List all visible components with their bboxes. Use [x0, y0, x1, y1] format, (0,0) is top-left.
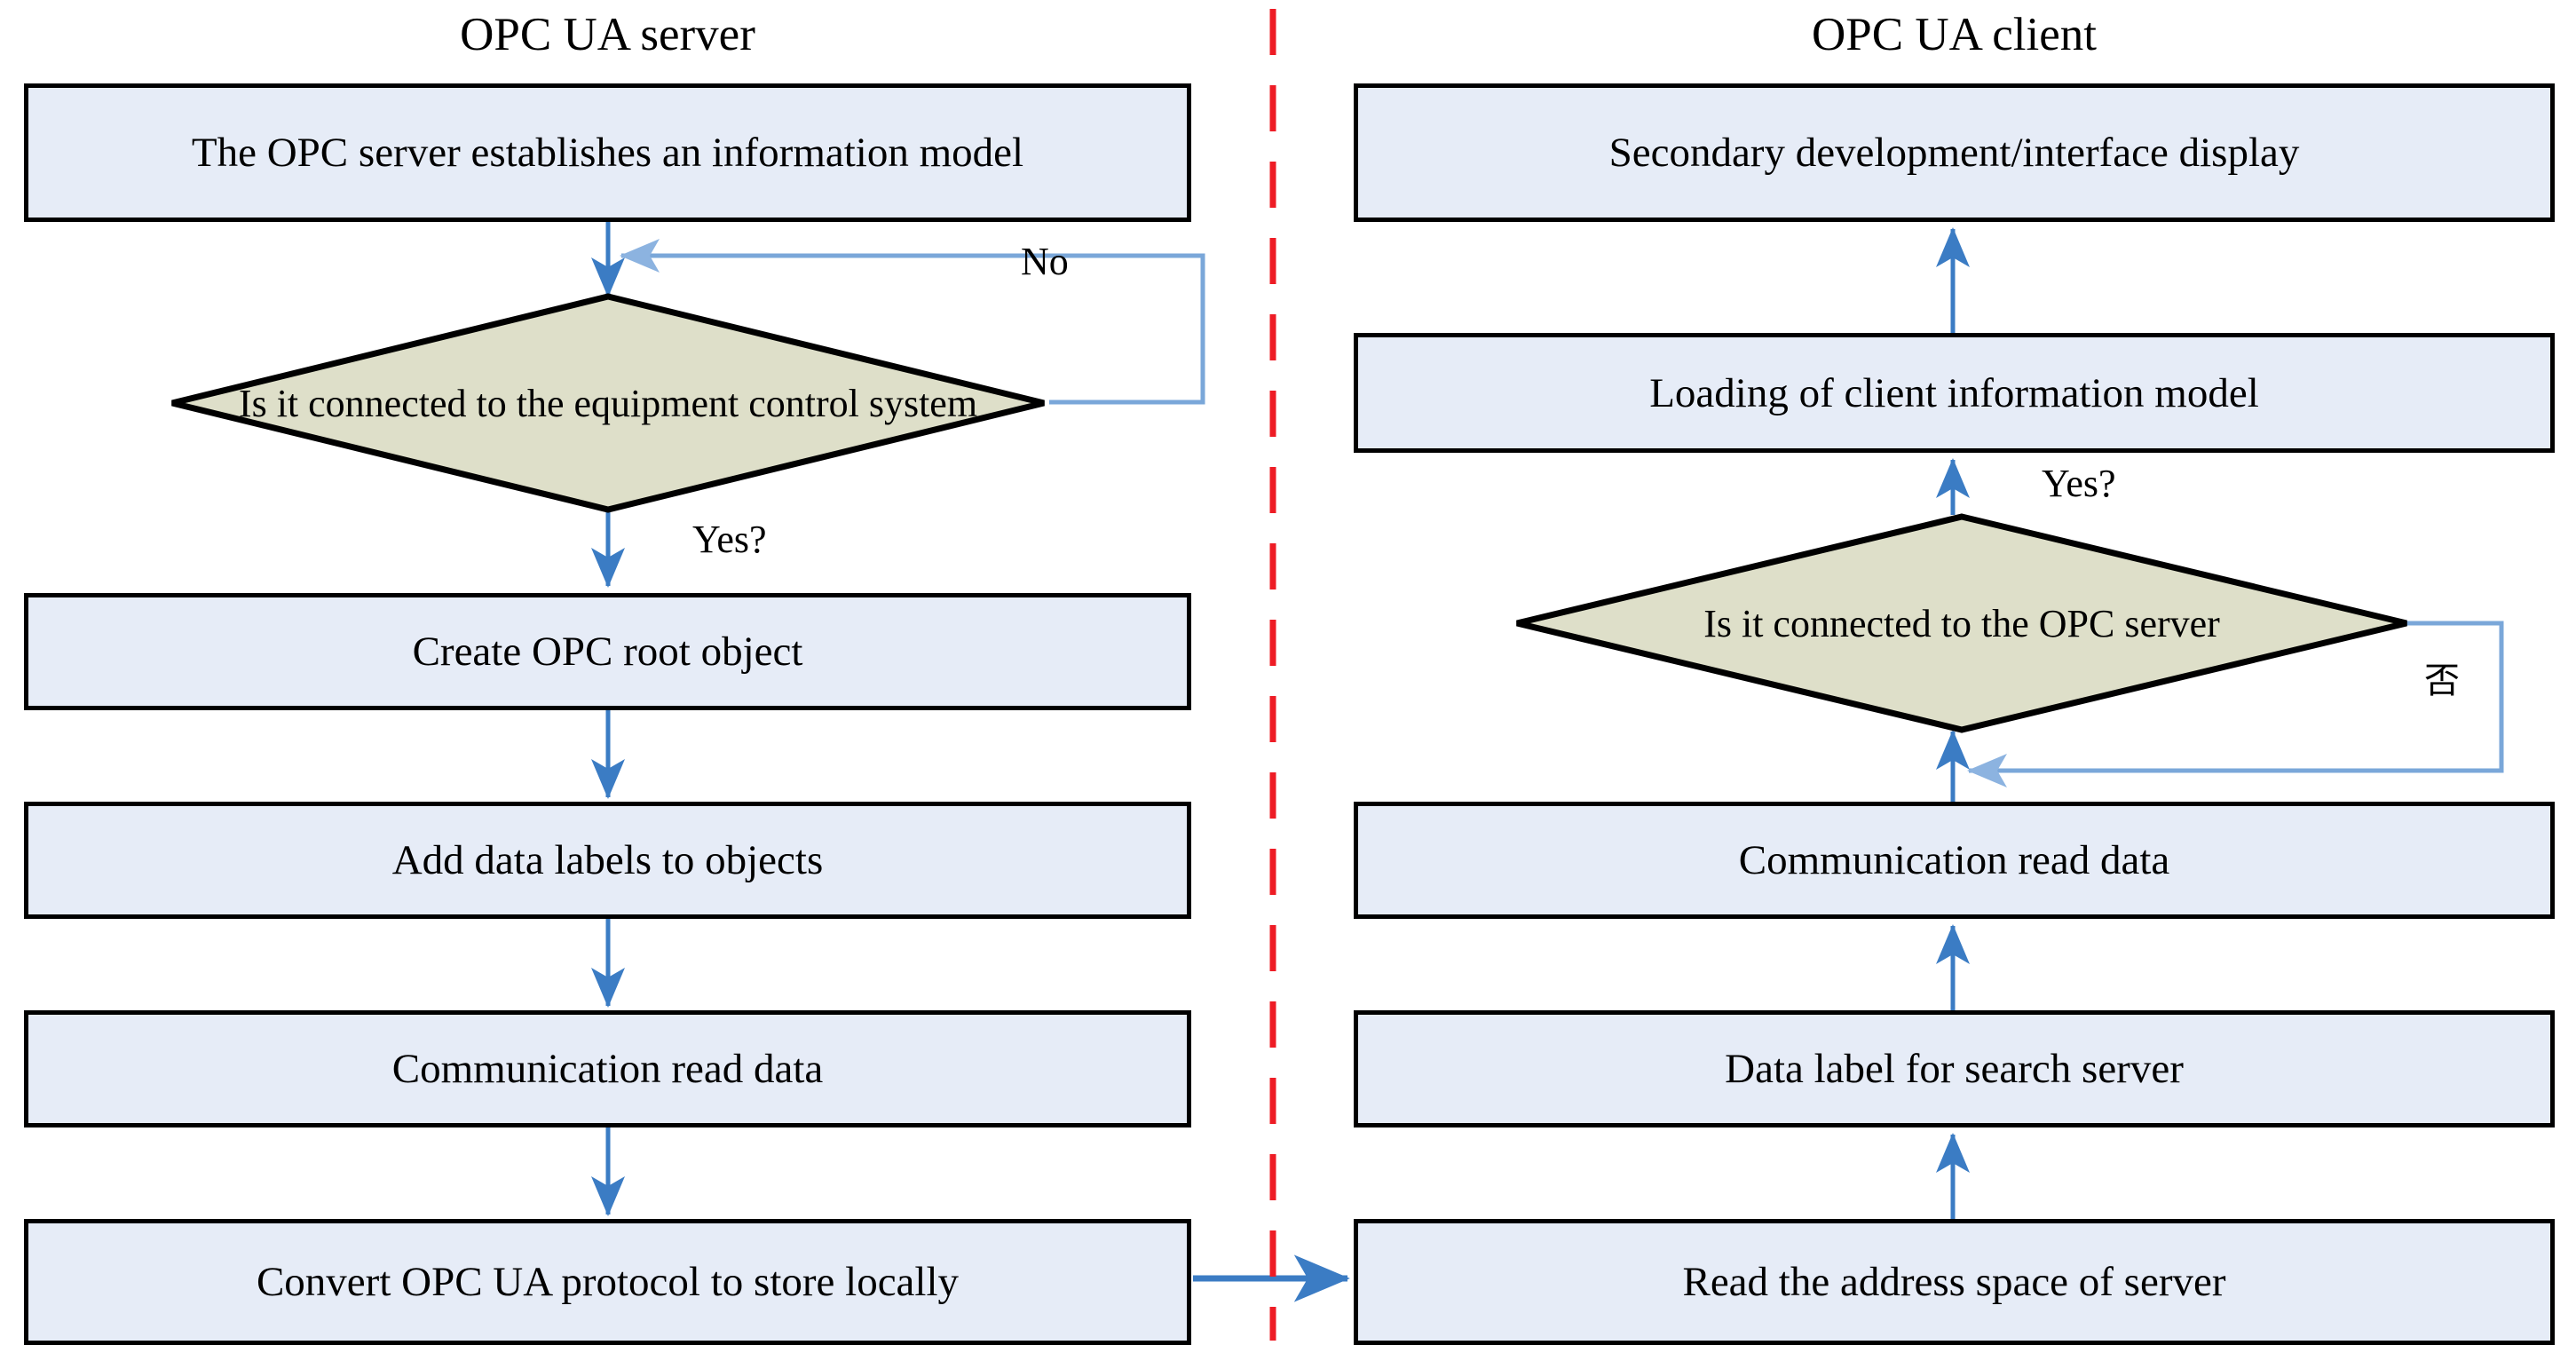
- node-server-communication-read-data[interactable]: Communication read data: [24, 1010, 1191, 1127]
- node-create-opc-root-object[interactable]: Create OPC root object: [24, 593, 1191, 710]
- column-title-client: OPC UA client: [1812, 9, 2097, 60]
- edge-label-server-no: No: [1021, 240, 1069, 283]
- node-server-decision-equipment-control-system[interactable]: Is it connected to the equipment control…: [169, 293, 1047, 513]
- edge-label-client-yes: Yes?: [2042, 462, 2116, 505]
- node-convert-opcua-protocol-store-locally[interactable]: Convert OPC UA protocol to store locally: [24, 1219, 1191, 1345]
- node-read-address-space-of-server[interactable]: Read the address space of server: [1354, 1219, 2555, 1345]
- edge-label-server-yes: Yes?: [692, 518, 767, 561]
- node-client-decision-label: Is it connected to the OPC server: [1703, 601, 2220, 645]
- diamond-shape-client: [1516, 513, 2407, 733]
- node-server-establish-information-model[interactable]: The OPC server establishes an informatio…: [24, 83, 1191, 222]
- node-loading-client-information-model[interactable]: Loading of client information model: [1354, 333, 2555, 453]
- node-server-decision-label: Is it connected to the equipment control…: [238, 381, 978, 425]
- diamond-shape-server: [171, 293, 1045, 513]
- node-client-decision-opc-server-connection[interactable]: Is it connected to the OPC server: [1513, 513, 2410, 733]
- column-title-server: OPC UA server: [460, 9, 755, 60]
- node-client-communication-read-data[interactable]: Communication read data: [1354, 802, 2555, 919]
- node-secondary-development-interface-display[interactable]: Secondary development/interface display: [1354, 83, 2555, 222]
- node-add-data-labels-to-objects[interactable]: Add data labels to objects: [24, 802, 1191, 919]
- edge-label-client-no: 否: [2418, 661, 2459, 697]
- node-data-label-for-search-server[interactable]: Data label for search server: [1354, 1010, 2555, 1127]
